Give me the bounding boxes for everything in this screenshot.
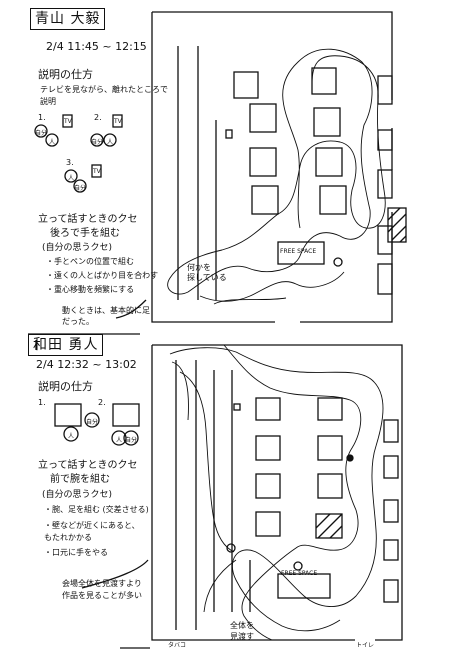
room1-exhibit <box>315 147 343 177</box>
section1-self-habit-title: (自分の思うクセ) <box>42 243 113 253</box>
section1-note-line2: だった。 <box>62 317 94 326</box>
section1-explain-line2: 説明 <box>40 97 56 106</box>
s1-tv-label: TV <box>93 168 101 175</box>
room1-marker <box>333 257 343 267</box>
section1-explain-title: 説明の仕方 <box>38 68 93 81</box>
s2-self-label: 自分 <box>86 419 99 426</box>
room2-exhibit <box>317 435 343 461</box>
room2-exhibit <box>317 473 343 499</box>
room2-walk-path <box>169 347 384 632</box>
s1-diagram-label-1: 1. <box>38 113 46 122</box>
s1-tv-label: TV <box>64 118 72 125</box>
section1-habit-line2: 後ろで手を組む <box>50 228 120 239</box>
section1-note-line1: 動くときは、基本的に足 <box>62 306 150 315</box>
room1-exhibit <box>251 185 279 215</box>
s1-tv-symbol <box>91 164 102 178</box>
section2-name: 和田 勇人 <box>28 334 104 356</box>
s1-person-label: 人 <box>68 175 75 182</box>
room2-annotation-line1: 全体を <box>230 621 254 630</box>
section2-explain-title: 説明の仕方 <box>38 380 93 393</box>
s1-tv-label: TV <box>114 118 122 125</box>
section2-note-line2: 作品を見ることが多い <box>62 591 142 600</box>
s1-tv-symbol <box>62 114 73 128</box>
room2-label-left: タバコ <box>168 642 187 649</box>
room2-exhibit <box>255 435 281 461</box>
section2-habit-title: 立って話すときのクセ <box>38 460 138 471</box>
s2-person-label: 人 <box>116 437 123 444</box>
s2-diagram-label-1: 1. <box>38 398 46 407</box>
room1-exhibit <box>313 107 341 137</box>
section2-bullet: ・壁などが近くにあると、 <box>44 521 140 530</box>
s1-tv-symbol <box>112 114 123 128</box>
room2-wall-panel <box>383 579 399 603</box>
section1-bullet: ・遠くの人とばかり目を合わす <box>46 271 159 280</box>
room2-free-space-box <box>277 573 331 599</box>
s1-person-label: 人 <box>49 139 56 146</box>
room2-wall-panel <box>383 539 399 561</box>
s1-self-label: 自分 <box>74 185 87 192</box>
s2-diagram-box <box>54 403 82 427</box>
room2-label-right: トイレ <box>356 642 375 649</box>
room1-wall-panel <box>377 263 393 295</box>
room1-annotation-line1: 何かを <box>187 263 211 272</box>
room1-exhibit <box>249 103 277 133</box>
s2-person-label: 人 <box>68 433 75 440</box>
section1-bullet: ・手とペンの位置で組む <box>46 257 134 266</box>
room2-marker <box>226 543 236 553</box>
section1-explain-line1: テレビを見ながら、離れたところで <box>40 85 168 94</box>
room2-outline <box>151 344 403 641</box>
section1-habit-title: 立って話すときのクセ <box>38 214 138 225</box>
section2-time: 2/4 12:32 ~ 13:02 <box>36 358 137 371</box>
room1-exhibit <box>319 185 347 215</box>
room2-wall-panel <box>383 499 399 523</box>
s2-diagram-label-2: 2. <box>98 398 106 407</box>
section2-note-line1: 会場全体を見渡すより <box>62 579 142 588</box>
section2-bullet: ・口元に手をやる <box>44 548 108 557</box>
section2-bullet: もたれかかる <box>44 533 92 542</box>
room2-annotation-line2: 見渡す <box>230 632 254 641</box>
room1-free-space-box <box>277 241 325 265</box>
room1-wall-panel <box>377 129 393 151</box>
room2-exhibit <box>255 397 281 421</box>
section2-self-habit-title: (自分の思うクセ) <box>42 490 113 500</box>
room1-annotation-line2: 探している <box>187 273 227 282</box>
section2-bullet: ・腕、足を組む (交差させる) <box>44 505 149 514</box>
s1-diagram-label-2: 2. <box>94 113 102 122</box>
section2-habit-line2: 前で腕を組む <box>50 474 110 485</box>
s1-self-label: 自分 <box>91 139 104 146</box>
s2-diagram-box <box>112 403 140 427</box>
room2-wall-panel <box>383 419 399 443</box>
room2-free-space-label: FREE SPACE <box>281 570 318 577</box>
room1-wall-panel <box>377 75 393 105</box>
section1-time: 2/4 11:45 ~ 12:15 <box>46 40 147 53</box>
room1-exhibit <box>311 67 337 95</box>
s1-diagram-label-3: 3. <box>66 158 74 167</box>
room2-wall-panel <box>383 455 399 479</box>
room1-walk-path <box>167 48 386 295</box>
room1-hatched-box <box>387 207 407 243</box>
s1-person-label: 人 <box>107 139 114 146</box>
s2-self-label: 自分 <box>125 437 138 444</box>
room1-free-space-label: FREE SPACE <box>280 248 317 255</box>
room1-exhibit <box>249 147 277 177</box>
section1-name: 青山 大毅 <box>30 8 106 30</box>
room2-exhibit <box>255 473 281 499</box>
s1-self-label: 自分 <box>35 130 48 137</box>
room2-marker <box>293 561 303 571</box>
room2-exhibit <box>317 397 343 421</box>
room1-exhibit <box>233 71 259 99</box>
section1-bullet: ・重心移動を頻繁にする <box>46 285 135 294</box>
room2-exhibit <box>255 511 281 537</box>
